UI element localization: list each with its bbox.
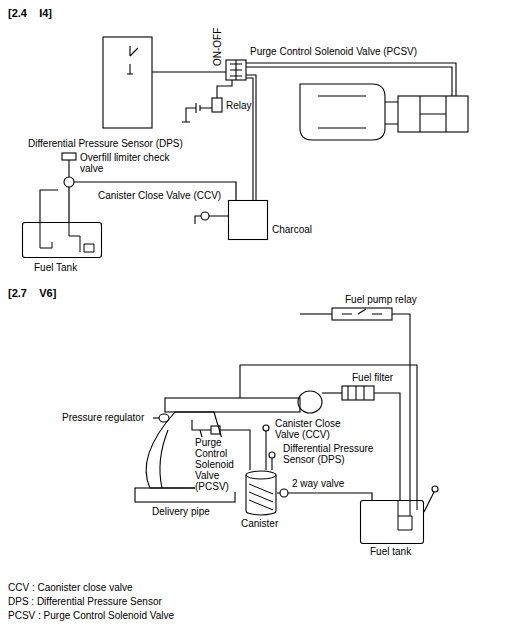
two-way-valve xyxy=(280,489,288,497)
intake-manifold xyxy=(385,102,398,124)
canister-shape xyxy=(245,470,277,516)
tank-vent-tube xyxy=(40,190,58,222)
part-label: Pressure regulator xyxy=(62,412,144,423)
dps-sensor xyxy=(269,452,275,458)
part-label: Fuel tank xyxy=(370,546,411,557)
filler-neck xyxy=(432,486,438,492)
abbreviation-note: DPS : Differential Pressure Sensor xyxy=(8,596,162,607)
part-label: Overfill limiter check valve xyxy=(80,152,192,174)
fuel-tank-shape xyxy=(360,500,424,544)
intake-manifold xyxy=(300,84,385,140)
purge-hose xyxy=(246,67,452,96)
filler-neck xyxy=(424,486,438,512)
pressure-regulator xyxy=(153,414,169,422)
section-title: [2.7 V6] xyxy=(8,288,56,299)
part-label: Fuel filter xyxy=(352,372,393,383)
ecu-box xyxy=(127,46,138,74)
fuel-tank-outline xyxy=(361,501,424,544)
ecu-box xyxy=(103,37,152,128)
part-label: Canister xyxy=(241,518,278,529)
part-label: Fuel pump relay xyxy=(345,294,417,305)
section-title: [2.4 I4] xyxy=(8,8,52,19)
ccv-symbol xyxy=(265,431,266,470)
purge-hose xyxy=(246,78,253,200)
relay-symbol xyxy=(217,80,232,98)
fuel-pump-relay xyxy=(300,308,410,500)
pcsv-symbol xyxy=(226,60,246,80)
fuel-tank-outline xyxy=(40,223,94,253)
fuel-pump-relay xyxy=(300,313,332,314)
charcoal-canister: Charcoal xyxy=(228,200,268,240)
ccv-symbol xyxy=(201,212,209,220)
filler-neck xyxy=(424,492,434,512)
fuel-pump-relay xyxy=(342,309,382,314)
part-label: Relay xyxy=(226,100,252,111)
part-label: Purge Control Solenoid Valve (PCSV) xyxy=(250,46,417,57)
dps-sensor xyxy=(62,153,76,160)
part-label: Differential Pressure Sensor (DPS) xyxy=(28,138,183,149)
two-way-valve xyxy=(280,489,288,497)
fuel-filter xyxy=(342,386,374,400)
pcsv-symbol xyxy=(226,60,246,80)
ccv-symbol xyxy=(195,216,228,224)
part-label: Differential Pressure Sensor (DPS) xyxy=(283,443,393,465)
ecu-box xyxy=(152,71,226,72)
part-label: Fuel Tank xyxy=(34,262,77,273)
charcoal-canister-shape xyxy=(228,200,268,240)
fuel-pump-relay xyxy=(332,308,392,320)
ecu-box xyxy=(103,37,226,128)
fuel-tank: Fuel tank xyxy=(360,500,424,544)
abbreviation-note: CCV : Caonister close valve xyxy=(8,582,133,593)
relay-symbol xyxy=(182,108,212,122)
intake-manifold xyxy=(300,84,468,140)
fuel-filter xyxy=(348,386,364,400)
dps-sensor xyxy=(271,458,272,470)
pcsv-symbol xyxy=(230,60,242,80)
check-valve xyxy=(64,177,74,187)
pcsv-symbol xyxy=(211,426,220,434)
part-label: Canister Close Valve (CCV) xyxy=(98,190,221,201)
purge-hose xyxy=(246,63,456,96)
charcoal-canister-outline xyxy=(229,201,268,240)
part-label: Purge Control Solenoid Valve (PCSV) xyxy=(195,437,243,492)
canister: Canister xyxy=(245,470,277,516)
fuel-tank-outline xyxy=(23,223,102,258)
dps-sensor xyxy=(269,452,275,470)
ccv-symbol xyxy=(263,425,269,431)
tank-vent-tube xyxy=(40,190,58,222)
check-valve xyxy=(64,177,74,187)
engine-manifold xyxy=(165,398,300,412)
part-label: Canister Close Valve (CCV) xyxy=(275,418,357,440)
relay-symbol xyxy=(212,98,222,112)
fuel-filter xyxy=(322,392,342,393)
part-label: Charcoal xyxy=(272,224,312,235)
fuel-tank-shape xyxy=(22,222,102,258)
fuel-tank: Fuel Tank xyxy=(22,222,102,258)
fuel-tank-outline xyxy=(398,501,417,531)
part-label: ON-OFF xyxy=(212,28,223,66)
intake-manifold xyxy=(398,96,468,132)
relay-symbol xyxy=(182,80,232,122)
fuel-pump-relay xyxy=(392,314,410,500)
purge-hose xyxy=(246,75,256,200)
abbreviation-note: PCSV : Purge Control Solenoid Valve xyxy=(8,610,174,621)
part-label: Delivery pipe xyxy=(152,506,210,517)
intake-manifold xyxy=(318,96,366,128)
canister-outline xyxy=(246,475,276,510)
hose-line xyxy=(277,493,372,500)
hose-line xyxy=(277,493,372,500)
ccv-symbol xyxy=(195,212,228,224)
pressure-regulator xyxy=(153,417,159,418)
pcsv-symbol xyxy=(192,420,211,430)
ccv-symbol xyxy=(263,425,269,470)
relay-symbol xyxy=(196,103,200,113)
canister-outline xyxy=(246,471,276,515)
dps-sensor xyxy=(68,160,69,177)
dps-sensor xyxy=(62,153,76,177)
engine-manifold xyxy=(298,391,322,413)
intake-manifold xyxy=(420,96,446,132)
part-label: 2 way valve xyxy=(292,478,344,489)
